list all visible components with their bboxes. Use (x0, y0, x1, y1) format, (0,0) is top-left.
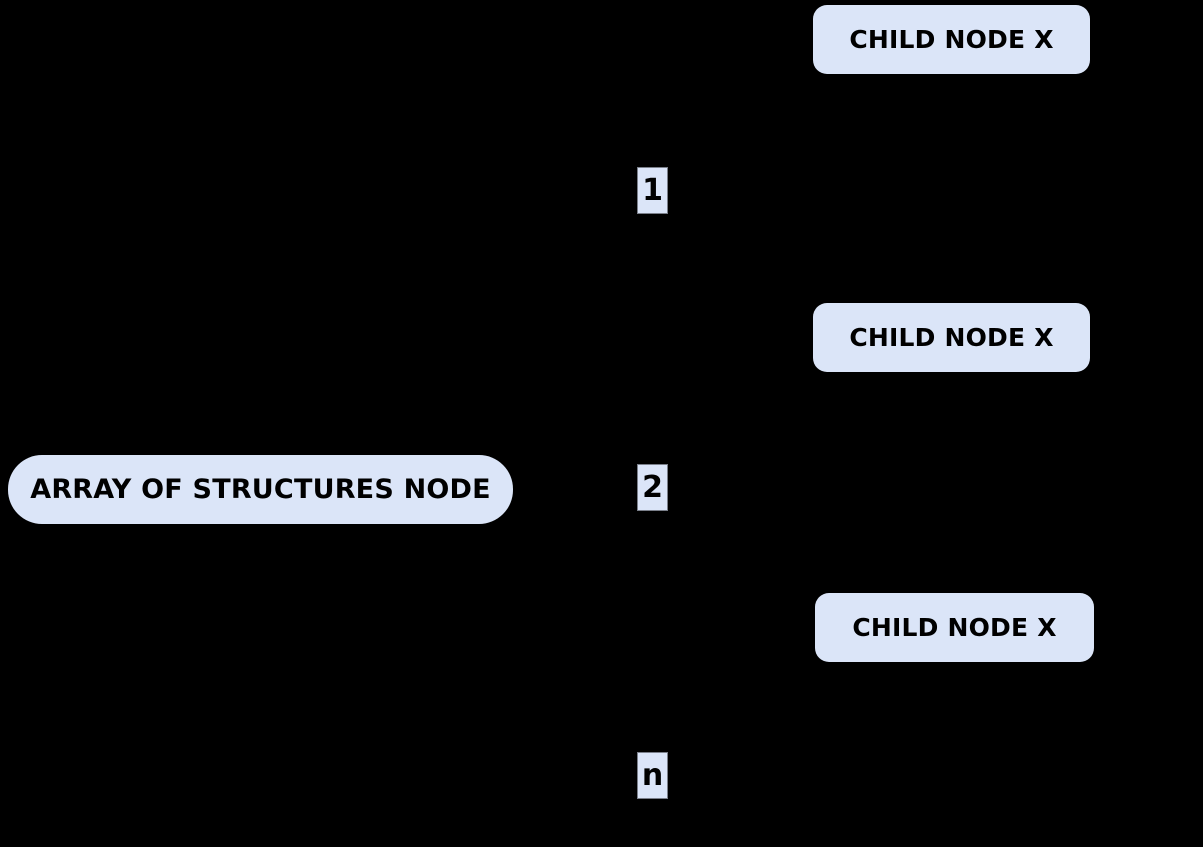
index-label-2-text: 2 (642, 469, 663, 505)
child-node-1-label: CHILD NODE X (849, 25, 1054, 54)
array-of-structures-node-label: ARRAY OF STRUCTURES NODE (30, 474, 491, 505)
child-node-2[interactable]: CHILD NODE X (813, 303, 1090, 372)
child-node-n-label: CHILD NODE X (852, 613, 1057, 642)
index-label-1-text: 1 (642, 172, 663, 208)
child-node-2-label: CHILD NODE X (849, 323, 1054, 352)
array-of-structures-node[interactable]: ARRAY OF STRUCTURES NODE (8, 455, 513, 524)
index-label-n: n (637, 752, 668, 799)
index-label-n-text: n (641, 757, 664, 793)
index-label-1: 1 (637, 167, 668, 214)
edge-root-to-child-3 (513, 488, 816, 776)
edge-root-to-child-1 (513, 40, 814, 490)
child-node-n[interactable]: CHILD NODE X (815, 593, 1094, 662)
index-label-2: 2 (637, 464, 668, 511)
child-node-1[interactable]: CHILD NODE X (813, 5, 1090, 74)
